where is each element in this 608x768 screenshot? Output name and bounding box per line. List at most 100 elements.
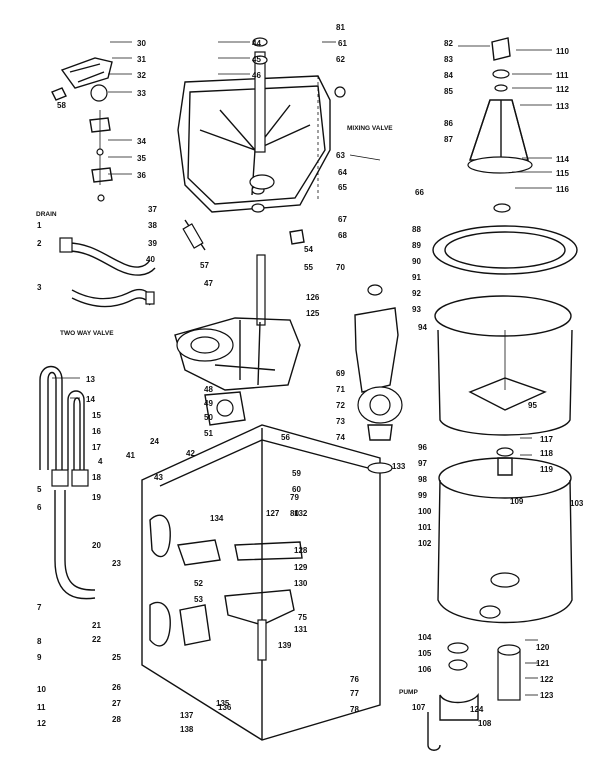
part-label: 101 bbox=[418, 523, 432, 532]
part-label: 90 bbox=[412, 257, 421, 266]
agitator-basket-assembly bbox=[432, 37, 578, 701]
part-label: 83 bbox=[444, 55, 453, 64]
part-label: 128 bbox=[294, 546, 308, 555]
part-label: 36 bbox=[137, 171, 146, 180]
part-label: 132 bbox=[294, 509, 308, 518]
part-label: 23 bbox=[112, 559, 121, 568]
part-label: 84 bbox=[444, 71, 453, 80]
part-label: 48 bbox=[204, 385, 213, 394]
part-label: 63 bbox=[336, 151, 345, 160]
part-label: 65 bbox=[338, 183, 347, 192]
part-label: 16 bbox=[92, 427, 101, 436]
part-label: 50 bbox=[204, 413, 213, 422]
part-number-labels: 30 31 32 33 34 35 36 37 38 39 40 41 42 4… bbox=[37, 23, 584, 734]
part-label: 80 bbox=[290, 509, 299, 518]
part-label: 15 bbox=[92, 411, 101, 420]
part-label: 104 bbox=[418, 633, 432, 642]
part-label: 32 bbox=[137, 71, 146, 80]
part-label: 125 bbox=[306, 309, 320, 318]
hose-assembly bbox=[59, 237, 156, 308]
part-label: 110 bbox=[556, 47, 569, 56]
part-label: 52 bbox=[194, 579, 203, 588]
part-label: 98 bbox=[418, 475, 427, 484]
part-label: 118 bbox=[540, 449, 553, 458]
part-label: 4 bbox=[98, 457, 103, 466]
pump-caption: PUMP bbox=[399, 689, 418, 696]
part-label: 130 bbox=[294, 579, 308, 588]
part-label: 79 bbox=[290, 493, 299, 502]
part-label: 44 bbox=[252, 39, 261, 48]
part-label: 97 bbox=[418, 459, 427, 468]
part-label: 31 bbox=[137, 55, 146, 64]
part-label: 120 bbox=[536, 643, 550, 652]
part-label: 92 bbox=[412, 289, 421, 298]
part-label: 13 bbox=[86, 375, 95, 384]
part-label: 49 bbox=[204, 399, 213, 408]
part-label: 6 bbox=[37, 503, 42, 512]
pump-assembly bbox=[427, 642, 479, 751]
part-label: 95 bbox=[528, 401, 537, 410]
part-label: 55 bbox=[304, 263, 313, 272]
part-label: 131 bbox=[294, 625, 308, 634]
part-label: 58 bbox=[57, 101, 66, 110]
part-label: 93 bbox=[412, 305, 421, 314]
part-label: 115 bbox=[556, 169, 569, 178]
part-label: 18 bbox=[92, 473, 101, 482]
part-label: 39 bbox=[148, 239, 157, 248]
part-label: 10 bbox=[37, 685, 46, 694]
part-label: 68 bbox=[338, 231, 347, 240]
part-label: 30 bbox=[137, 39, 146, 48]
part-label: 33 bbox=[137, 89, 146, 98]
base-plate-assembly bbox=[177, 37, 346, 251]
cabinet bbox=[141, 424, 381, 741]
top-left-bracket-assembly bbox=[51, 57, 113, 202]
part-label: 106 bbox=[418, 665, 432, 674]
part-label: 9 bbox=[37, 653, 42, 662]
part-label: 14 bbox=[86, 395, 95, 404]
part-label: 134 bbox=[210, 514, 224, 523]
part-label: 62 bbox=[336, 55, 345, 64]
part-label: 96 bbox=[418, 443, 427, 452]
part-label: 37 bbox=[148, 205, 157, 214]
part-label: 113 bbox=[556, 102, 569, 111]
part-label: 111 bbox=[556, 71, 569, 80]
part-label: 117 bbox=[540, 435, 553, 444]
part-label: 7 bbox=[37, 603, 42, 612]
part-label: 72 bbox=[336, 401, 345, 410]
part-label: 109 bbox=[510, 497, 524, 506]
part-label: 81 bbox=[336, 23, 345, 32]
part-label: 34 bbox=[137, 137, 146, 146]
part-label: 67 bbox=[338, 215, 347, 224]
part-label: 85 bbox=[444, 87, 453, 96]
part-label: 24 bbox=[150, 437, 159, 446]
part-label: 82 bbox=[444, 39, 453, 48]
part-label: 138 bbox=[180, 725, 194, 734]
part-label: 20 bbox=[92, 541, 101, 550]
part-label: 75 bbox=[298, 613, 307, 622]
part-label: 1 bbox=[37, 221, 42, 230]
part-label: 136 bbox=[218, 703, 232, 712]
part-label: 27 bbox=[112, 699, 121, 708]
part-label: 42 bbox=[186, 449, 195, 458]
part-label: 35 bbox=[137, 154, 146, 163]
part-label: 66 bbox=[415, 188, 424, 197]
part-label: 22 bbox=[92, 635, 101, 644]
part-label: 124 bbox=[470, 705, 484, 714]
part-label: 21 bbox=[92, 621, 101, 630]
transmission-assembly bbox=[174, 254, 301, 426]
part-label: 99 bbox=[418, 491, 427, 500]
part-label: 91 bbox=[412, 273, 421, 282]
part-label: 107 bbox=[412, 703, 426, 712]
part-label: 40 bbox=[146, 255, 155, 264]
part-label: 28 bbox=[112, 715, 121, 724]
part-label: 38 bbox=[148, 221, 157, 230]
part-label: 53 bbox=[194, 595, 203, 604]
part-label: 59 bbox=[292, 469, 301, 478]
mixing-valve-caption: MIXING VALVE bbox=[347, 125, 393, 132]
part-label: 47 bbox=[204, 279, 213, 288]
part-label: 137 bbox=[180, 711, 194, 720]
part-label: 103 bbox=[570, 499, 584, 508]
part-label: 102 bbox=[418, 539, 432, 548]
leader-lines bbox=[52, 41, 552, 696]
part-label: 61 bbox=[338, 39, 347, 48]
